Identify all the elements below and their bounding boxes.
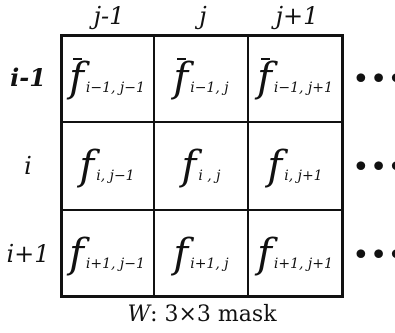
f-bar-symbol: f: [173, 55, 189, 101]
cell-subscript: i, j−1: [96, 168, 135, 184]
f-symbol: f: [257, 231, 272, 277]
grid-divider-horizontal: [60, 121, 344, 123]
cell-subscript: i , j: [198, 168, 221, 184]
column-label-j-minus-1: j-1: [93, 2, 125, 30]
cell-subscript: i−1, j: [190, 80, 229, 96]
cell-subscript: i+1, j+1: [273, 256, 333, 272]
f-symbol: f: [69, 231, 84, 277]
row-label-text: i: [24, 152, 32, 180]
grid-divider-vertical: [247, 34, 249, 298]
f-symbol: f: [79, 143, 95, 189]
f-symbol: f: [181, 143, 197, 189]
caption-variable: W: [127, 302, 151, 327]
column-label-j-plus-1: j+1: [275, 2, 319, 30]
cell-subscript: i+1, j−1: [85, 256, 145, 272]
column-label-j: j: [199, 2, 207, 30]
row-label-text: i-1: [10, 63, 46, 92]
grid-divider-vertical: [153, 34, 155, 298]
ellipsis-icon: •••: [352, 238, 395, 273]
f-symbol: f: [267, 143, 283, 189]
row-label-i-minus-1: i-1: [0, 64, 56, 92]
cell-subscript: i+1, j: [190, 256, 229, 272]
grid-divider-horizontal: [60, 209, 344, 211]
row-label-text: i+1: [6, 240, 50, 268]
f-symbol: f: [173, 231, 189, 277]
cell-subscript: i, j+1: [284, 168, 323, 184]
caption-text: : 3×3 mask: [150, 302, 277, 327]
row-label-i-plus-1: i+1: [0, 240, 56, 268]
f-bar-symbol: f: [257, 55, 272, 101]
ellipsis-icon: •••: [352, 62, 395, 97]
ellipsis-icon: •••: [352, 150, 395, 185]
mask-caption: W: 3×3 mask: [60, 301, 344, 329]
f-bar-symbol: f: [69, 55, 84, 101]
mask-grid: [60, 34, 344, 298]
cell-subscript: i−1, j−1: [85, 80, 145, 96]
cell-subscript: i−1, j+1: [273, 80, 333, 96]
row-label-i: i: [0, 152, 56, 180]
